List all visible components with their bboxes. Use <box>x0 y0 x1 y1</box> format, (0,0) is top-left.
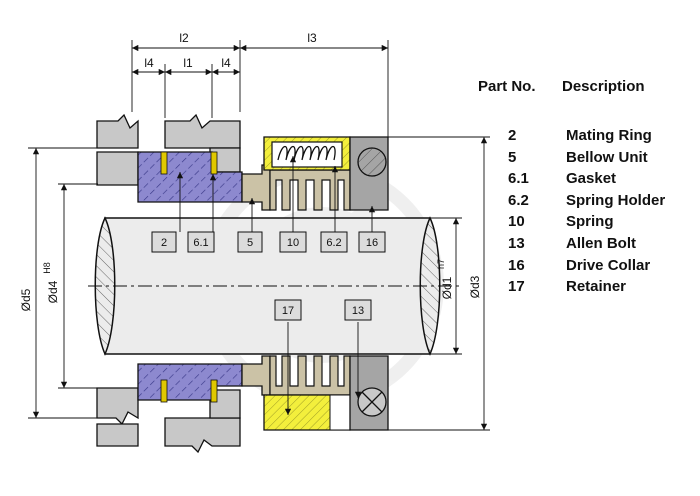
tag-16: 16 <box>366 237 378 249</box>
legend-description: Gasket <box>566 170 617 188</box>
legend-row: 17 Retainer <box>478 276 693 298</box>
tag-13: 13 <box>352 305 364 317</box>
allen-bolt <box>357 147 387 417</box>
dim-d4: Ød4 <box>46 280 60 303</box>
springs <box>277 145 336 161</box>
gasket <box>160 151 218 403</box>
legend-row: 6.2 Spring Holder <box>478 190 693 212</box>
legend-description: Drive Collar <box>566 256 651 274</box>
dim-d4-tolerance: H8 <box>42 262 52 274</box>
legend-part-no: 6.1 <box>508 170 529 188</box>
legend-row: 13 Allen Bolt <box>478 233 693 255</box>
tag-6-1: 6.1 <box>193 237 208 249</box>
legend-part-no: 2 <box>508 127 517 144</box>
tag-6-2: 6.2 <box>326 237 341 249</box>
legend-part-no: 10 <box>508 213 525 231</box>
part-tags: 2 6.1 5 10 6.2 16 17 13 <box>151 231 386 321</box>
legend-part-no: 5 <box>508 148 517 166</box>
legend-row: 10 Spring <box>478 211 693 233</box>
legend-description: Spring <box>566 213 614 231</box>
dim-l4-right: l4 <box>221 56 231 70</box>
shaft <box>88 216 460 356</box>
dim-d1: Ød1 <box>440 276 454 299</box>
legend-description: Allen Bolt <box>566 234 636 252</box>
legend-description: Mating Ring <box>566 127 652 144</box>
dim-d3: Ød3 <box>468 275 482 298</box>
legend-row: 5 Bellow Unit <box>478 147 693 169</box>
tag-5: 5 <box>247 237 253 249</box>
leader-lines <box>176 156 376 415</box>
dim-l2: l2 <box>179 31 189 45</box>
dim-l3: l3 <box>307 31 317 45</box>
legend-description: Spring Holder <box>566 191 666 209</box>
dim-l4-left: l4 <box>144 56 154 70</box>
tag-17: 17 <box>282 305 294 317</box>
dim-l1: l1 <box>183 56 193 70</box>
legend-part-no: 16 <box>508 256 525 274</box>
dim-d1-tolerance: h7 <box>436 259 446 269</box>
tag-2: 2 <box>161 237 167 249</box>
legend-header: Part No. Description <box>478 78 693 95</box>
legend-row: 16 Drive Collar <box>478 255 693 277</box>
dimension-labels: l2 l3 l4 l1 l4 Ød5 Ød4 H8 Ød1 h7 Ød3 <box>19 31 482 311</box>
legend-description: Retainer <box>566 278 627 296</box>
legend-header-description: Description <box>562 78 645 95</box>
dimension-lines <box>28 40 490 431</box>
legend-row: 6.1 Gasket <box>478 168 693 190</box>
dim-d5: Ød5 <box>19 288 33 311</box>
legend-row: 2 Mating Ring <box>478 125 693 147</box>
tag-10: 10 <box>287 237 299 249</box>
legend-part-no: 13 <box>508 234 525 252</box>
spring-holder <box>271 141 343 168</box>
parts-legend: Part No. Description 2 Mating Ring 5 Bello… <box>478 78 693 298</box>
legend-part-no: 6.2 <box>508 191 529 209</box>
gland-lower <box>96 387 241 454</box>
legend-header-part-no: Part No. <box>478 78 536 95</box>
legend-description: Bellow Unit <box>566 148 648 166</box>
legend-part-no: 17 <box>508 278 525 296</box>
